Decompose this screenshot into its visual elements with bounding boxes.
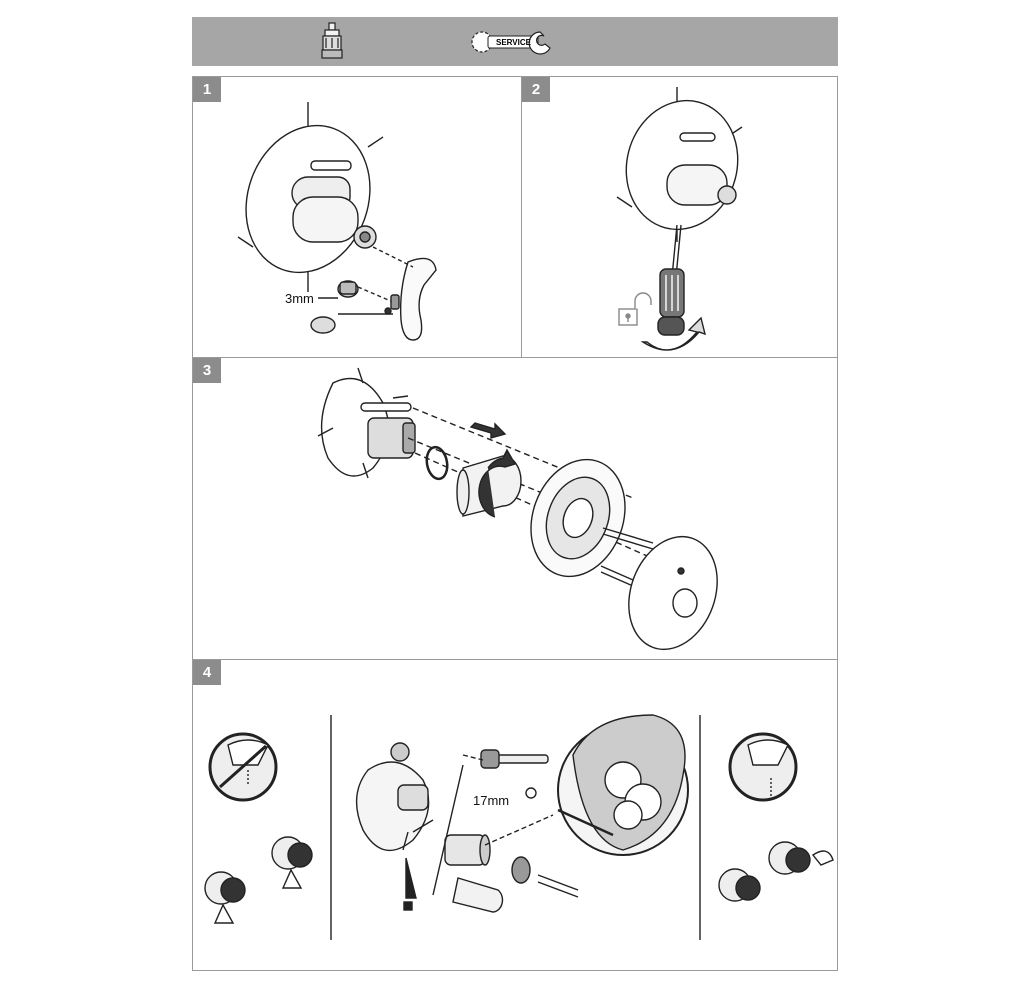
wrench-size-label: 17mm [473,793,510,808]
service-wrench-icon [471,31,551,55]
service-label: SERVICE [496,38,531,47]
unlock-icon [618,292,652,326]
step-2-illustration [616,87,743,351]
step-4-panel: 4 [192,659,838,971]
step-1-number: 1 [193,77,221,102]
step-3-number: 3 [193,358,221,383]
cartridge-icon [321,22,343,59]
step-2-number: 2 [522,77,550,102]
step-1-illustration [237,102,437,341]
header-bar: SERVICE [192,17,838,66]
step-2-panel: 2 [521,76,838,359]
step-3-illustration [317,367,718,651]
hex-size-label: 3mm [285,291,314,306]
step-1-panel: 1 3mm [192,76,523,359]
step-4-illustration [204,714,834,940]
step-4-number: 4 [193,660,221,685]
step-3-panel: 3 [192,357,838,660]
